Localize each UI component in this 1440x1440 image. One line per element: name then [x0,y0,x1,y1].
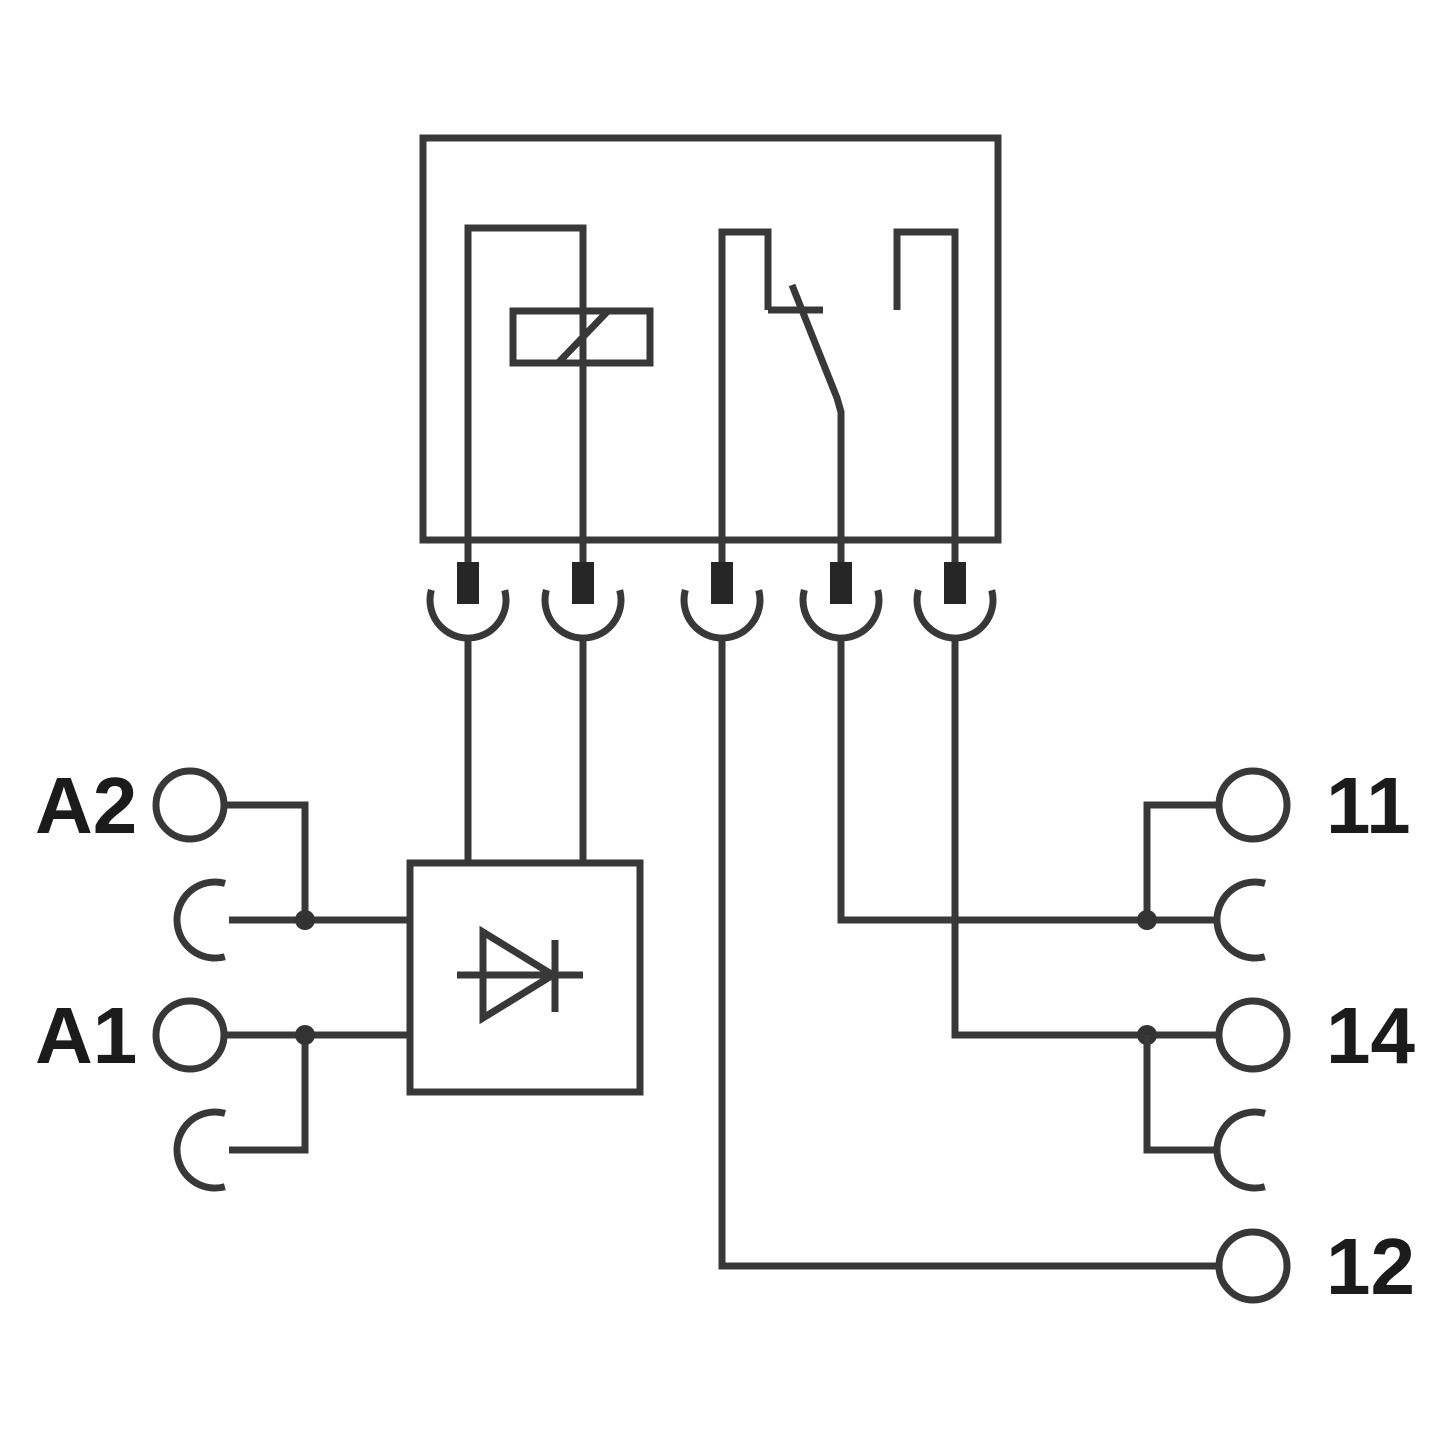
junction-dot-a1 [295,1025,315,1045]
plug-pin-2 [572,562,594,604]
coil-diagonal-stroke [555,308,611,366]
plug-pin-1 [457,562,479,604]
wire-pin5-to-terminal-14 [951,638,1219,1039]
socket-side-icon-11 [1213,878,1297,962]
socket-cup-icon-4 [799,558,883,642]
terminal-14-label: 14 [1326,991,1415,1080]
plug-pin-3 [711,562,733,604]
wire-a1-socket-corner [229,1035,309,1154]
socket-cup-icon-2 [541,558,625,642]
terminal-11-circle [1215,767,1291,843]
wire-pin3-to-terminal-12 [718,638,1218,1270]
diode-triangle-icon [479,925,560,1025]
socket-side-icon-a1 [173,1108,257,1192]
junction-dot-a2 [295,910,315,930]
terminal-a2-circle [152,767,228,843]
socket-side-icon-14 [1213,1108,1297,1192]
socket-side-icon-a2 [173,878,257,962]
socket-cup-icon-5 [913,558,997,642]
coil-symbol [509,307,654,367]
socket-cup-icon-1 [426,558,510,642]
diode-module-box [406,859,644,1096]
wire-14-socket-corner [1143,1035,1217,1154]
plug-pin-5 [944,562,966,604]
junction-dot-11 [1137,910,1157,930]
terminal-12-label: 12 [1326,1222,1415,1311]
contact-fixed-no-wire [893,228,959,572]
wire-11-corner [1143,801,1219,920]
terminal-a2-label: A2 [35,761,137,850]
contact-blade [788,283,845,572]
terminal-14-circle [1215,997,1291,1073]
coil-branch-wire [464,224,587,572]
socket-cup-icon-3 [680,558,764,642]
plug-pin-4 [830,562,852,604]
terminal-11-label: 11 [1326,761,1411,850]
terminal-a1-label: A1 [35,991,137,1080]
contact-fixed-nc-wire [718,228,772,572]
wire-pin4-to-terminal-11 [837,638,1217,924]
terminal-a1-circle [152,997,228,1073]
wire-a2-corner [224,801,309,920]
relay-housing-outline [419,134,1002,544]
terminal-12-circle [1215,1228,1291,1304]
